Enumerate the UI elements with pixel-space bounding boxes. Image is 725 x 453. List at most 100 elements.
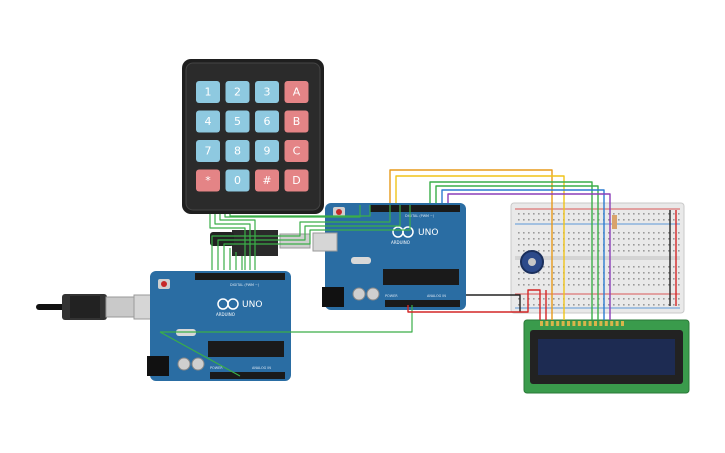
breadboard-hole — [518, 219, 520, 221]
breadboard-hole — [618, 304, 620, 306]
lcd-16x2[interactable] — [523, 319, 690, 394]
breadboard-hole — [638, 238, 640, 240]
breadboard-hole — [598, 278, 600, 280]
breadboard-hole — [658, 298, 660, 300]
breadboard-hole — [578, 232, 580, 234]
breadboard-hole — [538, 244, 540, 246]
keypad-key-label: 3 — [264, 86, 271, 99]
keypad-key[interactable]: 3 — [255, 81, 279, 103]
keypad-key[interactable]: * — [196, 169, 220, 192]
breadboard-hole — [598, 244, 600, 246]
keypad-key[interactable]: 8 — [225, 140, 250, 162]
breadboard-hole — [588, 266, 590, 268]
wire-keypad-row — [209, 214, 246, 270]
keypad-key-face — [284, 81, 309, 103]
breadboard-hole — [633, 298, 635, 300]
keypad-key-label: B — [293, 115, 301, 128]
breadboard-hole — [678, 244, 680, 246]
resistor — [612, 215, 617, 229]
breadboard-hole — [613, 244, 615, 246]
breadboard-hole — [583, 250, 585, 252]
breadboard-hole — [678, 304, 680, 306]
keypad-key[interactable]: 7 — [196, 140, 220, 162]
breadboard-hole — [673, 213, 675, 215]
capacitor — [191, 357, 205, 371]
breadboard-hole — [573, 304, 575, 306]
keypad-key[interactable]: B — [284, 110, 309, 133]
capacitor — [177, 357, 191, 371]
keypad-key[interactable]: # — [255, 169, 279, 192]
keypad-key-label: A — [293, 86, 301, 99]
breadboard-hole — [613, 272, 615, 274]
breadboard-hole — [573, 244, 575, 246]
keypad-key[interactable]: 1 — [196, 81, 220, 103]
breadboard-hole — [568, 298, 570, 300]
breadboard-hole — [533, 284, 535, 286]
keypad-key-label: 2 — [234, 86, 241, 99]
breadboard-hole — [673, 232, 675, 234]
breadboard-hole — [653, 278, 655, 280]
breadboard-hole — [548, 244, 550, 246]
breadboard-hole — [643, 244, 645, 246]
keypad-key[interactable]: D — [284, 169, 309, 192]
breadboard-hole — [608, 219, 610, 221]
keypad-key-face — [255, 169, 279, 192]
breadboard-hole — [608, 213, 610, 215]
breadboard-hole — [668, 284, 670, 286]
potentiometer-knob — [528, 258, 536, 266]
breadboard-hole — [553, 238, 555, 240]
breadboard-hole — [673, 278, 675, 280]
breadboard-hole — [678, 213, 680, 215]
breadboard-hole — [643, 232, 645, 234]
breadboard-hole — [568, 238, 570, 240]
keypad-key[interactable]: 2 — [225, 81, 250, 103]
keypad-key[interactable]: 9 — [255, 140, 279, 162]
breadboard-hole — [648, 298, 650, 300]
keypad-key[interactable]: C — [284, 140, 309, 162]
breadboard-hole — [578, 250, 580, 252]
breadboard-hole — [638, 213, 640, 215]
breadboard-hole — [628, 238, 630, 240]
breadboard-hole — [583, 219, 585, 221]
arduino-logo-icon — [402, 226, 414, 238]
breadboard-hole — [533, 232, 535, 234]
breadboard-hole — [618, 250, 620, 252]
usb-cable-cord — [36, 304, 68, 310]
header-digital — [195, 273, 285, 280]
breadboard-hole — [653, 304, 655, 306]
breadboard-hole — [518, 278, 520, 280]
breadboard-hole — [643, 298, 645, 300]
breadboard-hole — [528, 284, 530, 286]
keypad-key-label: 4 — [205, 115, 212, 128]
breadboard-hole — [623, 298, 625, 300]
breadboard-hole — [623, 238, 625, 240]
breadboard-hole — [613, 232, 615, 234]
breadboard-hole — [568, 304, 570, 306]
arduino-left[interactable]: UNO ARDUINO DIGITAL (PWM ~) POWER ANALOG… — [147, 271, 291, 381]
breadboard-hole — [588, 272, 590, 274]
breadboard-hole — [663, 298, 665, 300]
keypad-key[interactable]: 0 — [225, 169, 250, 192]
breadboard-hole — [628, 244, 630, 246]
keypad-key[interactable]: 4 — [196, 110, 220, 133]
breadboard-hole — [583, 298, 585, 300]
breadboard-hole — [548, 284, 550, 286]
breadboard-hole — [558, 219, 560, 221]
wire-lcd-d6 — [429, 181, 593, 320]
breadboard-hole — [578, 304, 580, 306]
usb-cable — [36, 294, 157, 320]
breadboard-hole — [673, 238, 675, 240]
breadboard-hole — [518, 213, 520, 215]
breadboard-hole — [608, 238, 610, 240]
breadboard-hole — [538, 272, 540, 274]
keypad-key[interactable]: 6 — [255, 110, 279, 133]
breadboard-hole — [593, 304, 595, 306]
keypad-key[interactable]: 5 — [225, 110, 250, 133]
breadboard-hole — [638, 244, 640, 246]
breadboard-hole — [618, 278, 620, 280]
board-pcb — [150, 271, 291, 381]
lcd-pin — [540, 321, 543, 326]
keypad-key[interactable]: A — [284, 81, 309, 103]
